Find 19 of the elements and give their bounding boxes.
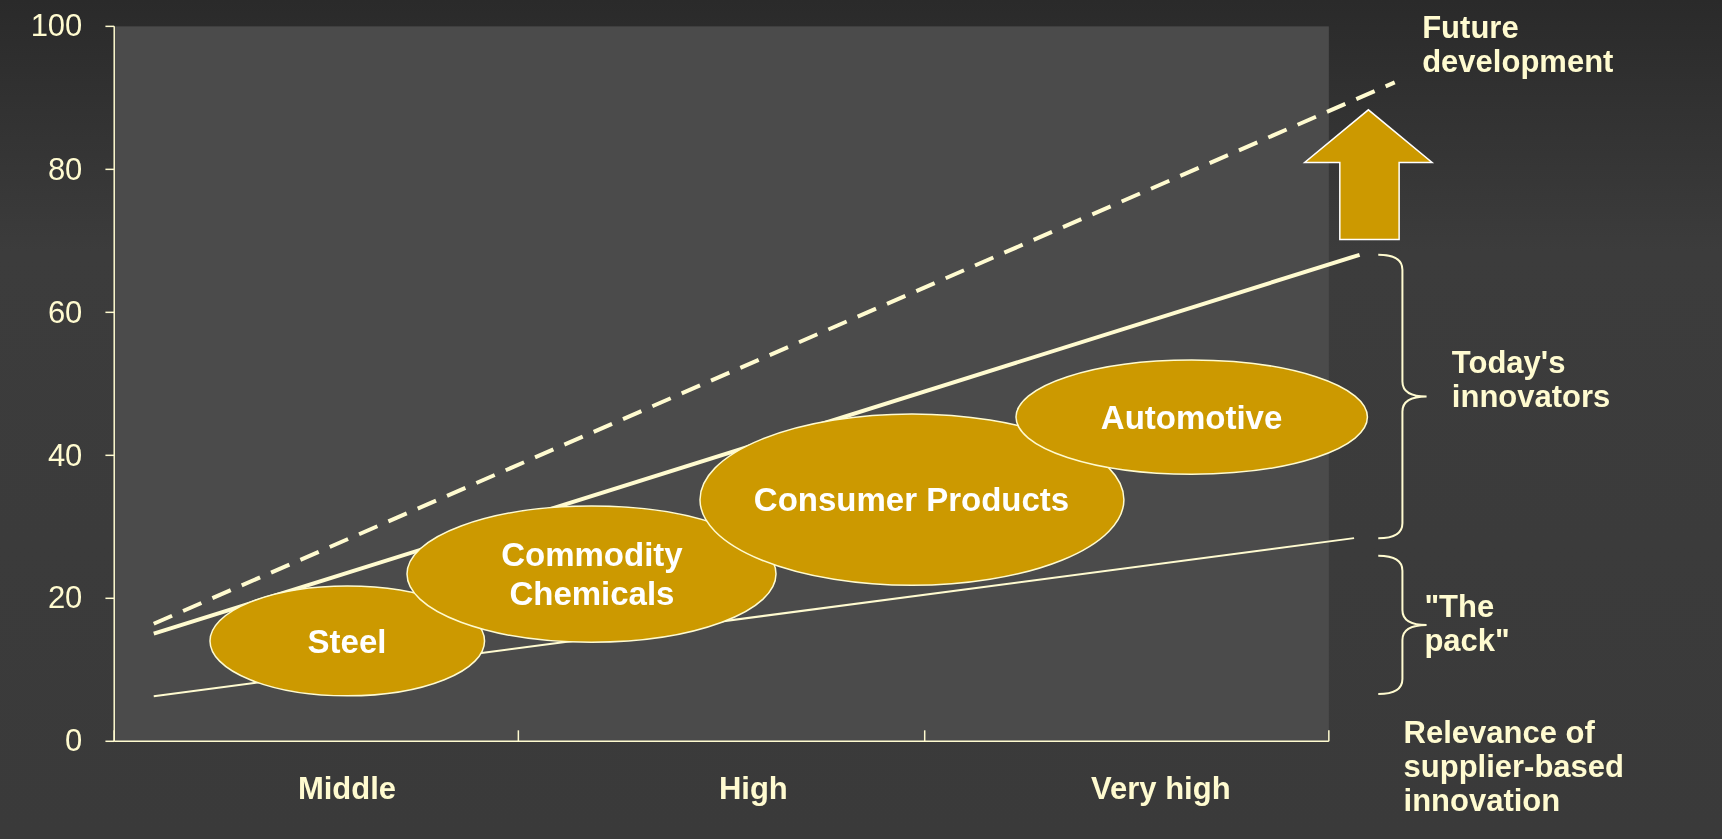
axis-tick-label: 0 — [65, 724, 83, 759]
annotation-text: Future development — [1422, 10, 1615, 80]
axis-tick-label: 80 — [47, 153, 83, 188]
axis-tick-label: 20 — [47, 581, 83, 616]
annotation-text: Today's innovators — [1451, 345, 1612, 415]
node-label: Steel — [306, 621, 388, 662]
node-label: Automotive — [1099, 397, 1284, 438]
axis-category-label: High — [718, 772, 788, 807]
axis-tick-label: 100 — [30, 9, 83, 44]
node-label: Commodity Chemicals — [500, 534, 684, 614]
axis-category-label: Very high — [1091, 772, 1231, 807]
axis-title: Relevance of supplier-based innovation — [1403, 716, 1625, 819]
annotation-text: "The pack" — [1424, 589, 1511, 658]
ellipse-node — [209, 586, 485, 697]
axis-tick-label: 40 — [47, 438, 83, 473]
ellipse-node — [1015, 360, 1368, 475]
node-label: Consumer Products — [752, 479, 1071, 520]
axis-tick-label: 60 — [47, 295, 83, 331]
axis-category-label: Middle — [297, 772, 397, 807]
